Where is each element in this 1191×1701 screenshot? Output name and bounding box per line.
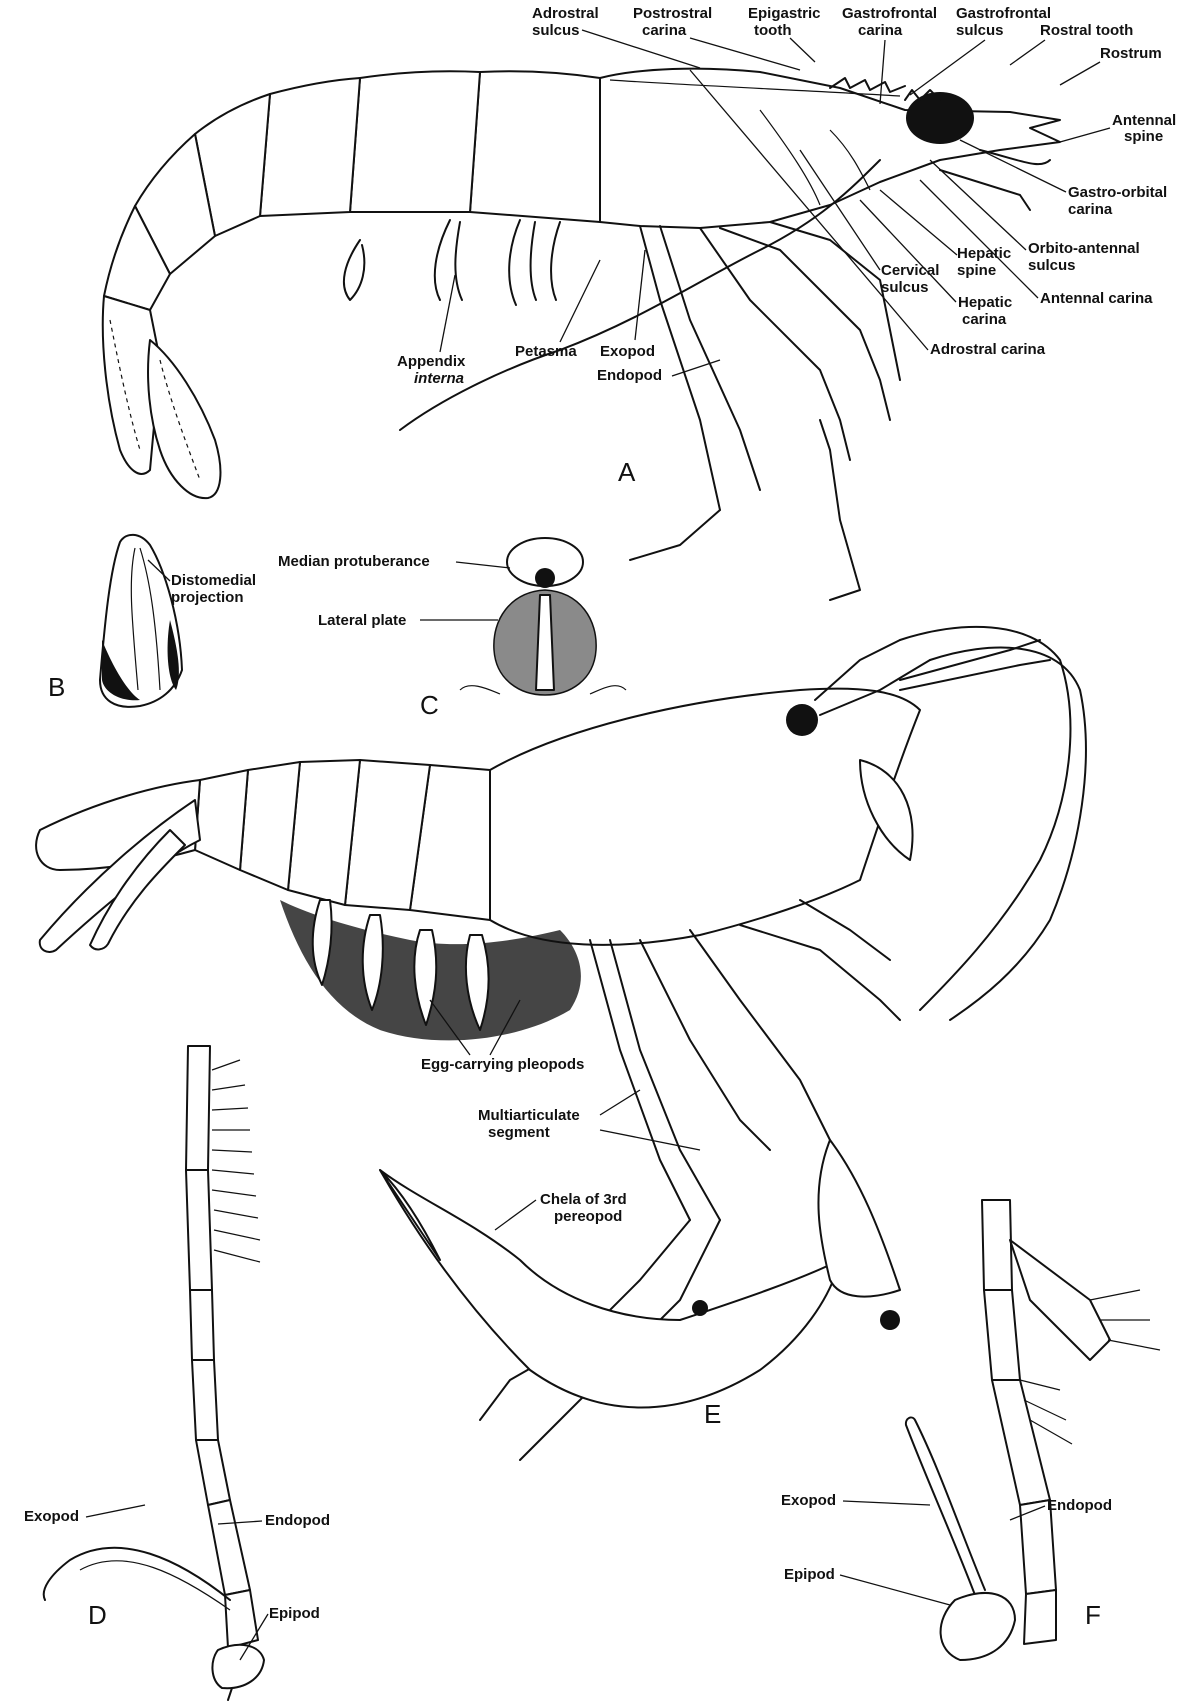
label-distomedial-projection-2: projection xyxy=(171,589,244,606)
label-distomedial-projection-1: Distomedial xyxy=(171,572,256,589)
label-endopod-a: Endopod xyxy=(597,367,662,384)
label-adrostral-sulcus-1: Adrostral xyxy=(532,5,599,22)
panel-a-shrimp-drawing xyxy=(103,69,1060,600)
label-endopod-d: Endopod xyxy=(265,1512,330,1529)
label-hepatic-carina-1: Hepatic xyxy=(958,294,1012,311)
label-antennal-spine-2: spine xyxy=(1124,128,1163,145)
label-petasma: Petasma xyxy=(515,343,577,360)
label-multiarticulate-segment-2: segment xyxy=(488,1124,550,1141)
panel-letter-a: A xyxy=(618,457,636,487)
label-endopod-f: Endopod xyxy=(1047,1497,1112,1514)
label-adrostral-sulcus-2: sulcus xyxy=(532,22,580,39)
label-egg-carrying-pleopods: Egg-carrying pleopods xyxy=(421,1056,584,1073)
label-rostrum: Rostrum xyxy=(1100,45,1162,62)
label-chela-3rd-pereopod-2: pereopod xyxy=(554,1208,622,1225)
label-cervical-sulcus-1: Cervical xyxy=(881,262,939,279)
label-gastro-orbital-carina-1: Gastro-orbital xyxy=(1068,184,1167,201)
panel-c-drawing xyxy=(460,538,626,695)
panel-d-drawing xyxy=(44,1046,264,1700)
label-orbito-antennal-sulcus-2: sulcus xyxy=(1028,257,1076,274)
label-epipod-f: Epipod xyxy=(784,1566,835,1583)
label-gastrofrontal-sulcus-1: Gastrofrontal xyxy=(956,5,1051,22)
panel-letter-b: B xyxy=(48,672,65,702)
label-epigastric-tooth-2: tooth xyxy=(754,22,791,39)
label-epipod-d: Epipod xyxy=(269,1605,320,1622)
label-multiarticulate-segment-1: Multiarticulate xyxy=(478,1107,580,1124)
label-antennal-carina: Antennal carina xyxy=(1040,290,1153,307)
panel-letter-e: E xyxy=(704,1399,721,1429)
label-appendix-interna-1: Appendix xyxy=(397,353,466,370)
panel-letter-c: C xyxy=(420,690,439,720)
label-appendix-interna-2: interna xyxy=(414,370,464,387)
label-adrostral-carina: Adrostral carina xyxy=(930,341,1046,358)
label-gastrofrontal-carina-1: Gastrofrontal xyxy=(842,5,937,22)
label-lateral-plate: Lateral plate xyxy=(318,612,406,629)
label-postrostral-carina-2: carina xyxy=(642,22,687,39)
label-exopod-f: Exopod xyxy=(781,1492,836,1509)
label-hepatic-carina-2: carina xyxy=(962,311,1007,328)
label-hepatic-spine-1: Hepatic xyxy=(957,245,1011,262)
label-median-protuberance: Median protuberance xyxy=(278,553,430,570)
label-chela-3rd-pereopod-1: Chela of 3rd xyxy=(540,1191,627,1208)
label-gastro-orbital-carina-2: carina xyxy=(1068,201,1113,218)
label-postrostral-carina-1: Postrostral xyxy=(633,5,712,22)
label-orbito-antennal-sulcus-1: Orbito-antennal xyxy=(1028,240,1140,257)
label-hepatic-spine-2: spine xyxy=(957,262,996,279)
label-antennal-spine-1: Antennal xyxy=(1112,112,1176,129)
panel-b-drawing xyxy=(100,535,182,707)
label-gastrofrontal-sulcus-2: sulcus xyxy=(956,22,1004,39)
panel-letter-f: F xyxy=(1085,1600,1101,1630)
label-exopod-d: Exopod xyxy=(24,1508,79,1525)
panel-d-labels: D Exopod Endopod Epipod xyxy=(24,1505,330,1660)
label-exopod-a: Exopod xyxy=(600,343,655,360)
panel-f-drawing xyxy=(906,1200,1160,1660)
label-cervical-sulcus-2: sulcus xyxy=(881,279,929,296)
label-rostral-tooth: Rostral tooth xyxy=(1040,22,1133,39)
label-epigastric-tooth-1: Epigastric xyxy=(748,5,821,22)
panel-c-labels: C Median protuberance Lateral plate xyxy=(278,553,510,720)
panel-letter-d: D xyxy=(88,1600,107,1630)
label-gastrofrontal-carina-2: carina xyxy=(858,22,903,39)
